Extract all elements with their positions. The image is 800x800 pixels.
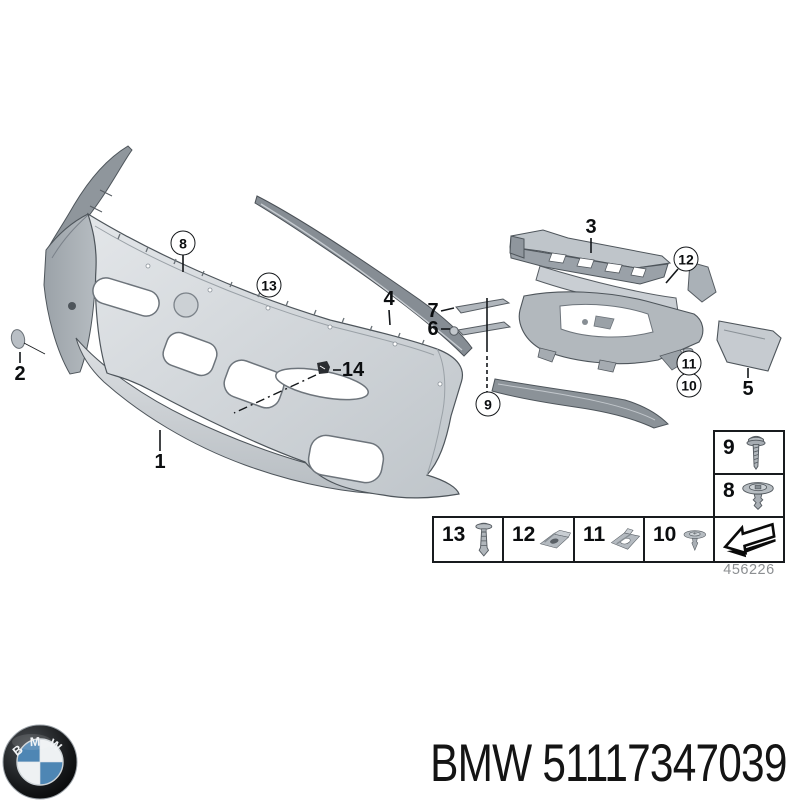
fastener-label: 9: [723, 435, 735, 459]
corner-fin: [687, 261, 717, 303]
side-cover: [716, 320, 782, 372]
c-clip-icon: [611, 527, 641, 550]
drawing-number: 456226: [723, 562, 775, 578]
callout-2: 2: [14, 363, 26, 385]
callout-8: 8: [170, 230, 196, 256]
lower-strip-highlight: [497, 383, 656, 421]
fastener-label: 8: [723, 478, 735, 502]
side-vent-opening: [92, 277, 160, 317]
fastener-label: 10: [653, 522, 677, 546]
lower-strip: [491, 378, 669, 429]
kidney-grille-right: [223, 359, 285, 409]
callout-10: 10: [676, 372, 702, 398]
callout-1: 1: [154, 451, 166, 473]
trim-strip: [254, 195, 473, 357]
fog-light-opening: [307, 434, 385, 484]
callout-12: 12: [673, 246, 699, 272]
roundel-gloss: [12, 734, 52, 750]
callout-6: 6: [427, 318, 439, 340]
fastener-cell-12: 12: [505, 518, 572, 561]
callout-9: 9: [475, 391, 501, 417]
bracket-7: [455, 298, 511, 314]
callout-5: 5: [742, 378, 754, 400]
callout-14: 14: [341, 359, 365, 381]
fastener-table-grid: [432, 430, 785, 563]
washer-rivet-icon: [741, 481, 774, 510]
panel-hole: [68, 302, 76, 310]
part-number-text: BMW 51117347039: [430, 734, 788, 793]
sensor-hole: [173, 292, 199, 318]
side-cover-crease: [723, 329, 766, 340]
fastener-cell-10: 10: [646, 518, 712, 561]
fastener-cell-11: 11: [576, 518, 642, 561]
leader-lines: [19, 238, 749, 451]
mounting-frame: [518, 291, 704, 373]
clip-14-icon: [317, 361, 330, 374]
expanding-rivet-icon: [475, 522, 493, 557]
clip-14-detail: [319, 365, 326, 370]
push-pin-icon: [684, 529, 707, 551]
callout-13: 13: [256, 272, 282, 298]
continuation-arrow-icon: [722, 522, 776, 557]
bracket-6-grommet: [449, 326, 459, 336]
clip-nut-icon: [539, 529, 572, 548]
panel-edge-line: [51, 214, 89, 259]
fastener-label: 11: [583, 522, 606, 546]
fastener-cell-13: 13: [435, 518, 501, 561]
fastener-cell-8: 8: [716, 475, 782, 516]
bracket-6: [456, 321, 512, 336]
side-panel: [43, 213, 97, 375]
fastener-cell-9: 9: [716, 432, 782, 473]
front-bumper-face: [86, 212, 463, 499]
bumper-carrier: [509, 229, 672, 285]
face-edge-slots: [117, 233, 425, 346]
callout-3: 3: [585, 216, 597, 238]
face-holes: [145, 263, 443, 387]
tow-hook-cap: [10, 329, 26, 349]
kidney-grille-left: [162, 331, 218, 377]
screw-icon: [746, 435, 766, 470]
face-flange-line: [94, 225, 435, 356]
bmw-roundel-logo: BMW: [2, 724, 78, 800]
trim-strip-highlight: [260, 203, 463, 351]
roundel-inner-ring: [16, 738, 64, 786]
corner-crease: [426, 348, 446, 476]
callout-4: 4: [383, 288, 395, 310]
fastener-cell-arrow: [716, 518, 782, 561]
fastener-label: 12: [512, 522, 536, 546]
fastener-label: 13: [442, 522, 466, 546]
callout-11: 11: [676, 350, 702, 376]
callout-7: 7: [427, 300, 439, 322]
